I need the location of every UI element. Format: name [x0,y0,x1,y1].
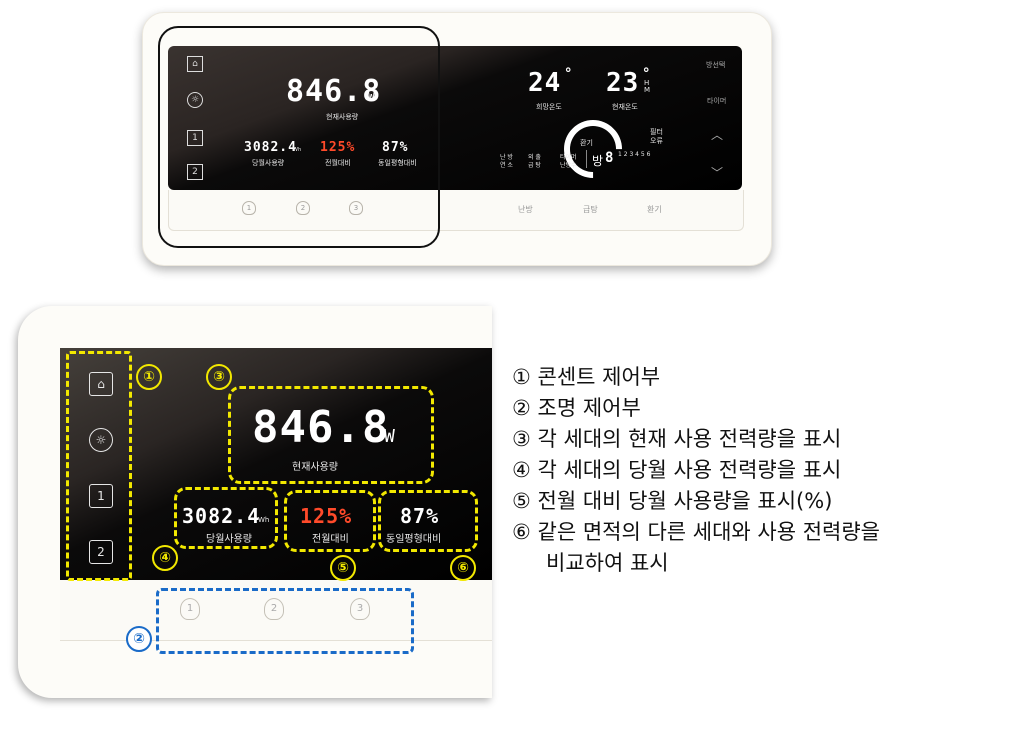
current-temp-label: 현재온도 [612,103,638,111]
room-select-button[interactable]: 방선택 [706,61,726,69]
top-button-strip [168,190,744,231]
same-area-ratio-value: 87% [382,140,409,155]
timer-button[interactable]: 타이머 [707,97,727,105]
marker-4: ④ [152,545,178,571]
same-area-highlight [378,490,478,552]
home-outlet-icon[interactable]: ⌂ [89,372,113,396]
light-control-highlight [156,588,414,654]
marker-5: ⑤ [330,555,356,581]
room-value: 8 [605,150,615,166]
current-power-highlight [228,386,434,484]
filter-error-label: 필터 오류 [650,128,663,145]
legend: ① 콘센트 제어부 ② 조명 제어부 ③ 각 세대의 현재 사용 전력량을 표시… [512,362,1008,579]
legend-item-4: ④ 각 세대의 당월 사용 전력량을 표시 [512,458,842,482]
room-label: 방 [592,154,605,168]
light-2-icon[interactable]: 2 [264,598,284,620]
prev-month-ratio-label: 전월대비 [325,159,351,167]
outlet-2-icon[interactable]: 2 [187,164,203,180]
marker-6: ⑥ [450,555,476,581]
monthly-usage-value: 3082.4 [182,504,261,528]
current-power-label: 현재사용량 [292,462,338,473]
desired-temp-value: 24 [528,68,562,98]
current-power-unit: W [368,90,376,103]
light-1-icon[interactable]: 1 [242,201,256,215]
marker-2: ② [126,626,152,652]
mode-heating-label: 난 방 [500,154,513,161]
light-3-icon[interactable]: 3 [350,598,370,620]
legend-item-6-cont: 비교하여 표시 [546,551,669,575]
mode-combust-label: 연 소 [500,162,513,169]
current-power-value: 846.8 [252,402,390,453]
outlet-1-icon[interactable]: 1 [187,130,203,146]
light-2-icon[interactable]: 2 [296,201,310,215]
same-area-ratio-label: 동일평형대비 [386,534,442,545]
desired-temp-unit: ° [564,66,574,82]
monthly-usage-unit: Wh [293,147,302,153]
monthly-usage-value: 3082.4 [244,140,297,155]
room-numbers: 1 2 3 4 5 6 [618,151,651,158]
hm-label: H M [644,79,651,94]
monthly-usage-unit: Wh [258,516,270,524]
mode-heatwater-label: 난방수 [560,162,577,169]
vent-label: 환기 [580,139,593,147]
current-temp-unit: ° [642,66,652,82]
legend-item-3: ③ 각 세대의 현재 사용 전력량을 표시 [512,427,842,451]
top-display-screen: ⌂ ☼ 1 2 846.8 W 현재사용량 3082.4 Wh 당월사용량 12… [168,46,742,190]
current-power-label: 현재사용량 [326,113,359,121]
vent-button[interactable]: 환기 [647,205,662,214]
legend-item-5: ⑤ 전월 대비 당월 사용량을 표시(%) [512,489,833,513]
highlight-outline [158,26,440,248]
current-temp-value: 23 [606,68,640,98]
legend-item-6: ⑥ 같은 면적의 다른 세대와 사용 전력량을 [512,520,880,544]
prev-month-highlight [284,490,376,552]
light-outlet-icon[interactable]: ☼ [89,428,113,452]
home-outlet-icon[interactable]: ⌂ [187,56,203,72]
light-outlet-icon[interactable]: ☼ [187,92,203,108]
outlet-2-icon[interactable]: 2 [89,540,113,564]
divider [586,150,587,168]
light-1-icon[interactable]: 1 [180,598,200,620]
outlet-1-icon[interactable]: 1 [89,484,113,508]
legend-item-1: ① 콘센트 제어부 [512,365,661,389]
hotwater-button[interactable]: 급탕 [583,205,598,214]
legend-item-2: ② 조명 제어부 [512,396,641,420]
heating-button[interactable]: 난방 [518,205,533,214]
vent-gauge [551,107,635,190]
current-power-value: 846.8 [286,74,382,109]
light-3-icon[interactable]: 3 [349,201,363,215]
same-area-ratio-value: 87% [400,504,440,528]
outlet-control-highlight [66,351,132,581]
marker-1: ① [136,364,162,390]
mode-timer-label: 타이머 [560,154,577,161]
mode-away-label: 외 출 [528,154,541,161]
mode-hotwater-label: 급 탕 [528,162,541,169]
monthly-usage-label: 당월사용량 [206,534,252,545]
marker-3: ③ [206,364,232,390]
prev-month-ratio-label: 전월대비 [312,534,349,545]
up-arrow-icon[interactable]: ︿ [711,128,724,142]
same-area-ratio-label: 동일평형대비 [378,159,417,167]
down-arrow-icon[interactable]: ﹀ [711,166,724,180]
current-power-unit: W [384,426,396,447]
desired-temp-label: 희망온도 [536,103,562,111]
monthly-usage-label: 당월사용량 [252,159,285,167]
prev-month-ratio-value: 125% [300,504,353,528]
monthly-usage-highlight [174,487,278,549]
prev-month-ratio-value: 125% [320,140,356,155]
